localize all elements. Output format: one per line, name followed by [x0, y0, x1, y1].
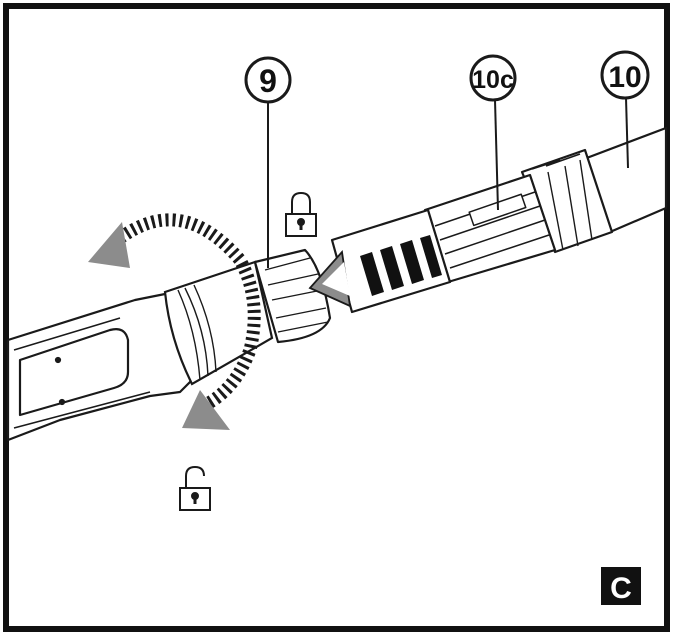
- lock-open-icon: [179, 465, 211, 511]
- coupling-ring: [163, 260, 274, 386]
- panel-label-text: C: [610, 572, 632, 605]
- rotate-arrow-icon: [88, 222, 130, 268]
- callout-10-label: 10: [608, 61, 641, 94]
- callout-9: 9: [244, 56, 292, 268]
- lock-closed-icon: [285, 191, 317, 237]
- callout-10c-label: 10c: [472, 66, 514, 94]
- locking-collar-part-9: [253, 248, 332, 344]
- panel-label: C: [601, 567, 641, 605]
- insert-arrow-icon: [308, 249, 352, 308]
- rotation-arc: [110, 213, 261, 411]
- tube-part-10: [520, 126, 668, 254]
- callout-9-label: 9: [259, 63, 277, 99]
- callout-10: 10: [600, 50, 650, 169]
- tube-ribs: [360, 235, 442, 296]
- callout-10c: 10c: [469, 54, 517, 211]
- rotate-arrow-icon-lower: [182, 390, 230, 430]
